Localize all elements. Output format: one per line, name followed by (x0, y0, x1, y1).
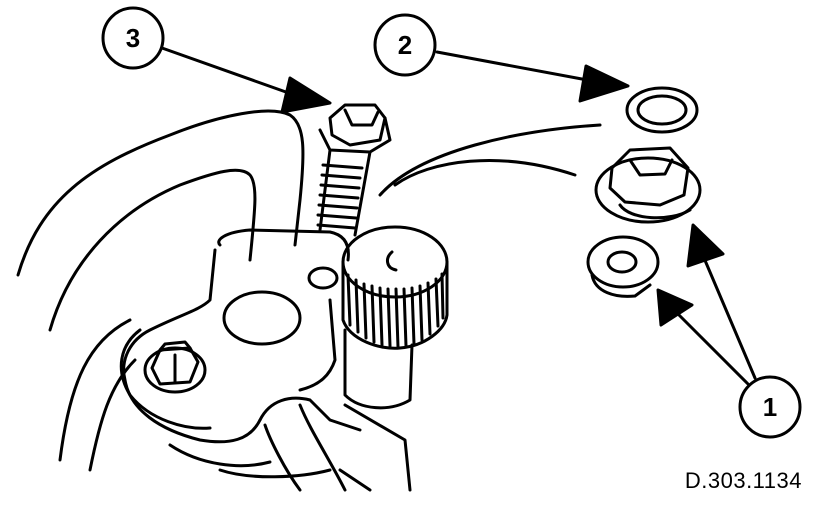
callout-2-label: 2 (398, 30, 412, 60)
callout-3-label: 3 (126, 23, 140, 53)
small-fitting (586, 235, 660, 298)
callout-1: 1 (738, 375, 802, 439)
long-bolt (316, 103, 392, 237)
port-hole (222, 290, 302, 346)
hex-bolt-lower (143, 340, 207, 394)
housing-block (119, 228, 362, 479)
union-nut (594, 146, 702, 224)
callout-2: 2 (373, 13, 437, 77)
small-port (307, 266, 339, 290)
outlet-pipe (263, 403, 412, 492)
pipe (16, 109, 305, 472)
assembly-path-line (378, 123, 602, 197)
callout-1-label: 1 (763, 392, 777, 422)
sealing-washer (625, 86, 699, 134)
knurled-cap (341, 225, 449, 410)
figure-reference: D.303.1134 (684, 468, 802, 493)
callout-3: 3 (101, 6, 165, 70)
leader-arrows (160, 46, 757, 386)
